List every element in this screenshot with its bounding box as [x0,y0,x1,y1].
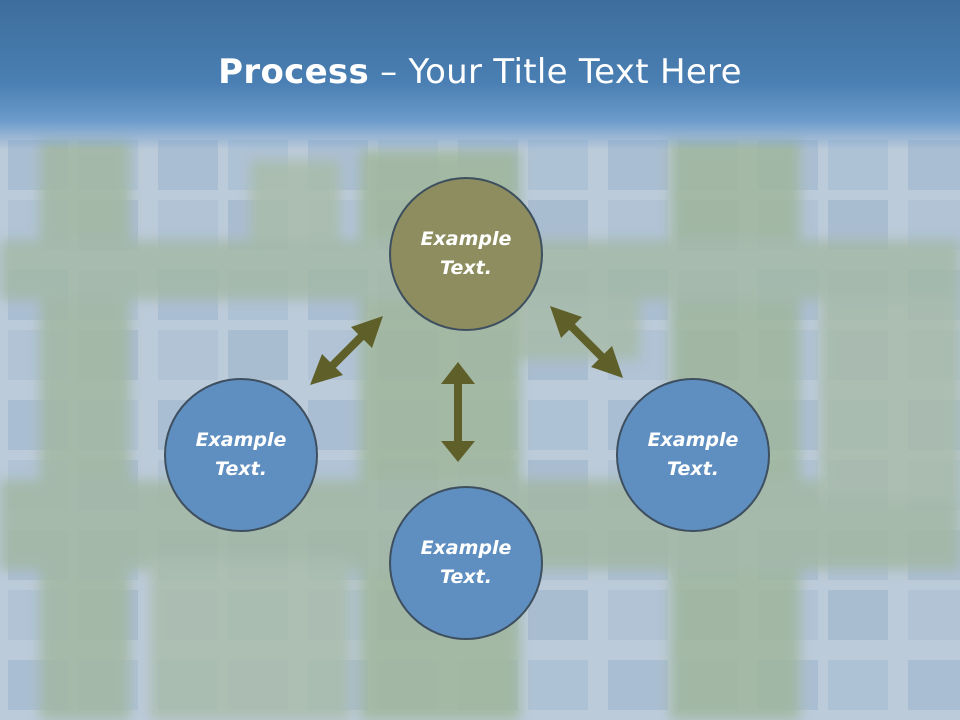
slide-title[interactable]: Process – Your Title Text Here [0,52,960,92]
arrowhead-right-a [550,306,582,338]
process-node-left[interactable]: Example Text. [164,378,318,532]
node-label: Example Text. [420,537,512,588]
node-label: Example Text. [647,429,739,480]
title-rest: – Your Title Text Here [369,52,742,92]
arrowhead-center-down [441,441,475,462]
arrowhead-left-a [310,354,343,385]
arrow-line-right [567,322,607,362]
arrowhead-right-b [591,346,623,378]
arrowhead-center-up [441,362,475,384]
process-node-right[interactable]: Example Text. [616,378,770,532]
process-node-bottom[interactable]: Example Text. [389,486,543,640]
arrow-line-left [327,331,367,371]
node-label: Example Text. [420,228,512,279]
node-label: Example Text. [195,429,287,480]
title-bold: Process [218,52,370,92]
process-node-center[interactable]: Example Text. [389,177,543,331]
title-bar [0,0,960,150]
arrowhead-left-b [351,316,383,348]
